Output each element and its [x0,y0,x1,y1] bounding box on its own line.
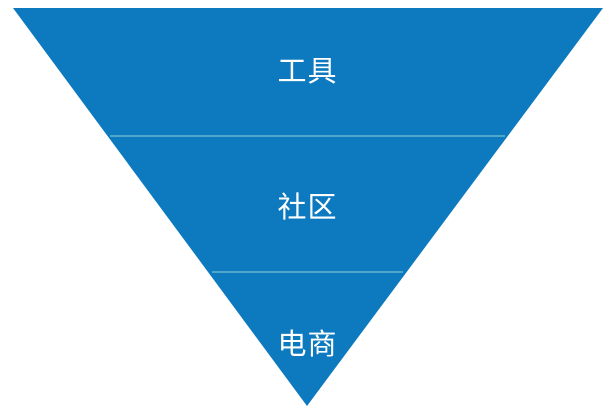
funnel-body-shape[interactable] [13,8,603,406]
